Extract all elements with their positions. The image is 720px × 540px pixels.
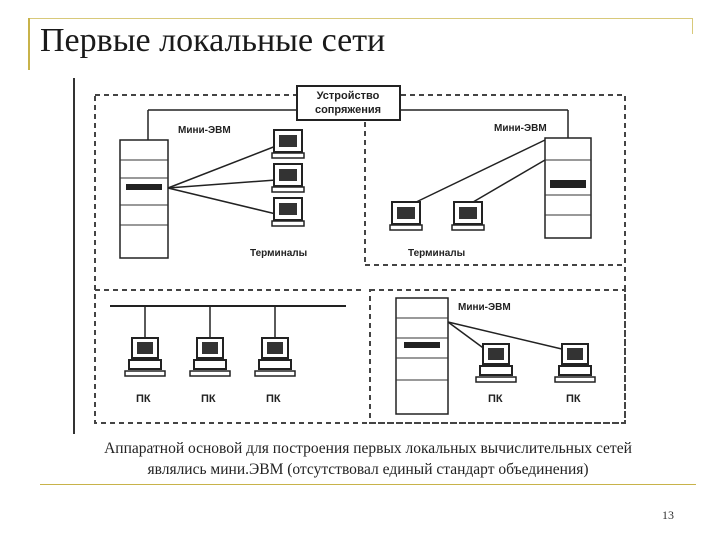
- pc-label: ПК: [136, 393, 151, 405]
- link-line: [447, 321, 487, 351]
- page-number: 13: [662, 508, 674, 522]
- terminal-icon: [271, 129, 305, 159]
- link-line: [167, 187, 277, 215]
- pc-icon: [189, 337, 231, 377]
- interface-device-label: Устройство: [317, 90, 380, 102]
- decorative-right-accent: [692, 18, 693, 34]
- slide-caption: Аппаратной основой для построения первых…: [40, 438, 696, 480]
- caption-line: являлись мини.ЭВМ (отсутствовал единый с…: [147, 461, 589, 478]
- link-line: [167, 145, 277, 189]
- link-line: [467, 159, 546, 206]
- terminal-icon: [271, 197, 305, 227]
- decorative-bottom-line: [40, 484, 696, 485]
- minicomputer-label: Мини-ЭВМ: [494, 123, 547, 134]
- pc-label: ПК: [566, 393, 581, 405]
- terminal-icon: [271, 163, 305, 193]
- quadrant-frame-q4: [369, 289, 626, 424]
- link-line: [409, 139, 546, 206]
- pc-icon: [124, 337, 166, 377]
- pc-icon: [475, 343, 517, 383]
- minicomputer-label: Мини-ЭВМ: [458, 302, 511, 313]
- pc-label: ПК: [201, 393, 216, 405]
- terminal-icon: [389, 201, 423, 231]
- link-line: [447, 321, 567, 351]
- minicomputer-label: Мини-ЭВМ: [178, 125, 231, 136]
- decorative-left-accent: [28, 18, 30, 70]
- terminals-label: Терминалы: [408, 248, 465, 259]
- minicomputer-icon: [119, 139, 169, 259]
- caption-line: Аппаратной основой для построения первых…: [104, 440, 632, 457]
- terminals-label: Терминалы: [250, 248, 307, 259]
- terminal-icon: [451, 201, 485, 231]
- pc-icon: [254, 337, 296, 377]
- link-line: [167, 179, 277, 189]
- pc-label: ПК: [266, 393, 281, 405]
- interface-device-label: сопряжения: [315, 104, 381, 116]
- pc-icon: [554, 343, 596, 383]
- decorative-vertical-line: [73, 78, 75, 434]
- slide-title: Первые локальные сети: [40, 22, 386, 59]
- interface-device-box: [296, 85, 401, 121]
- minicomputer-icon: [395, 297, 449, 415]
- pc-label: ПК: [488, 393, 503, 405]
- decorative-top-line: [28, 18, 692, 19]
